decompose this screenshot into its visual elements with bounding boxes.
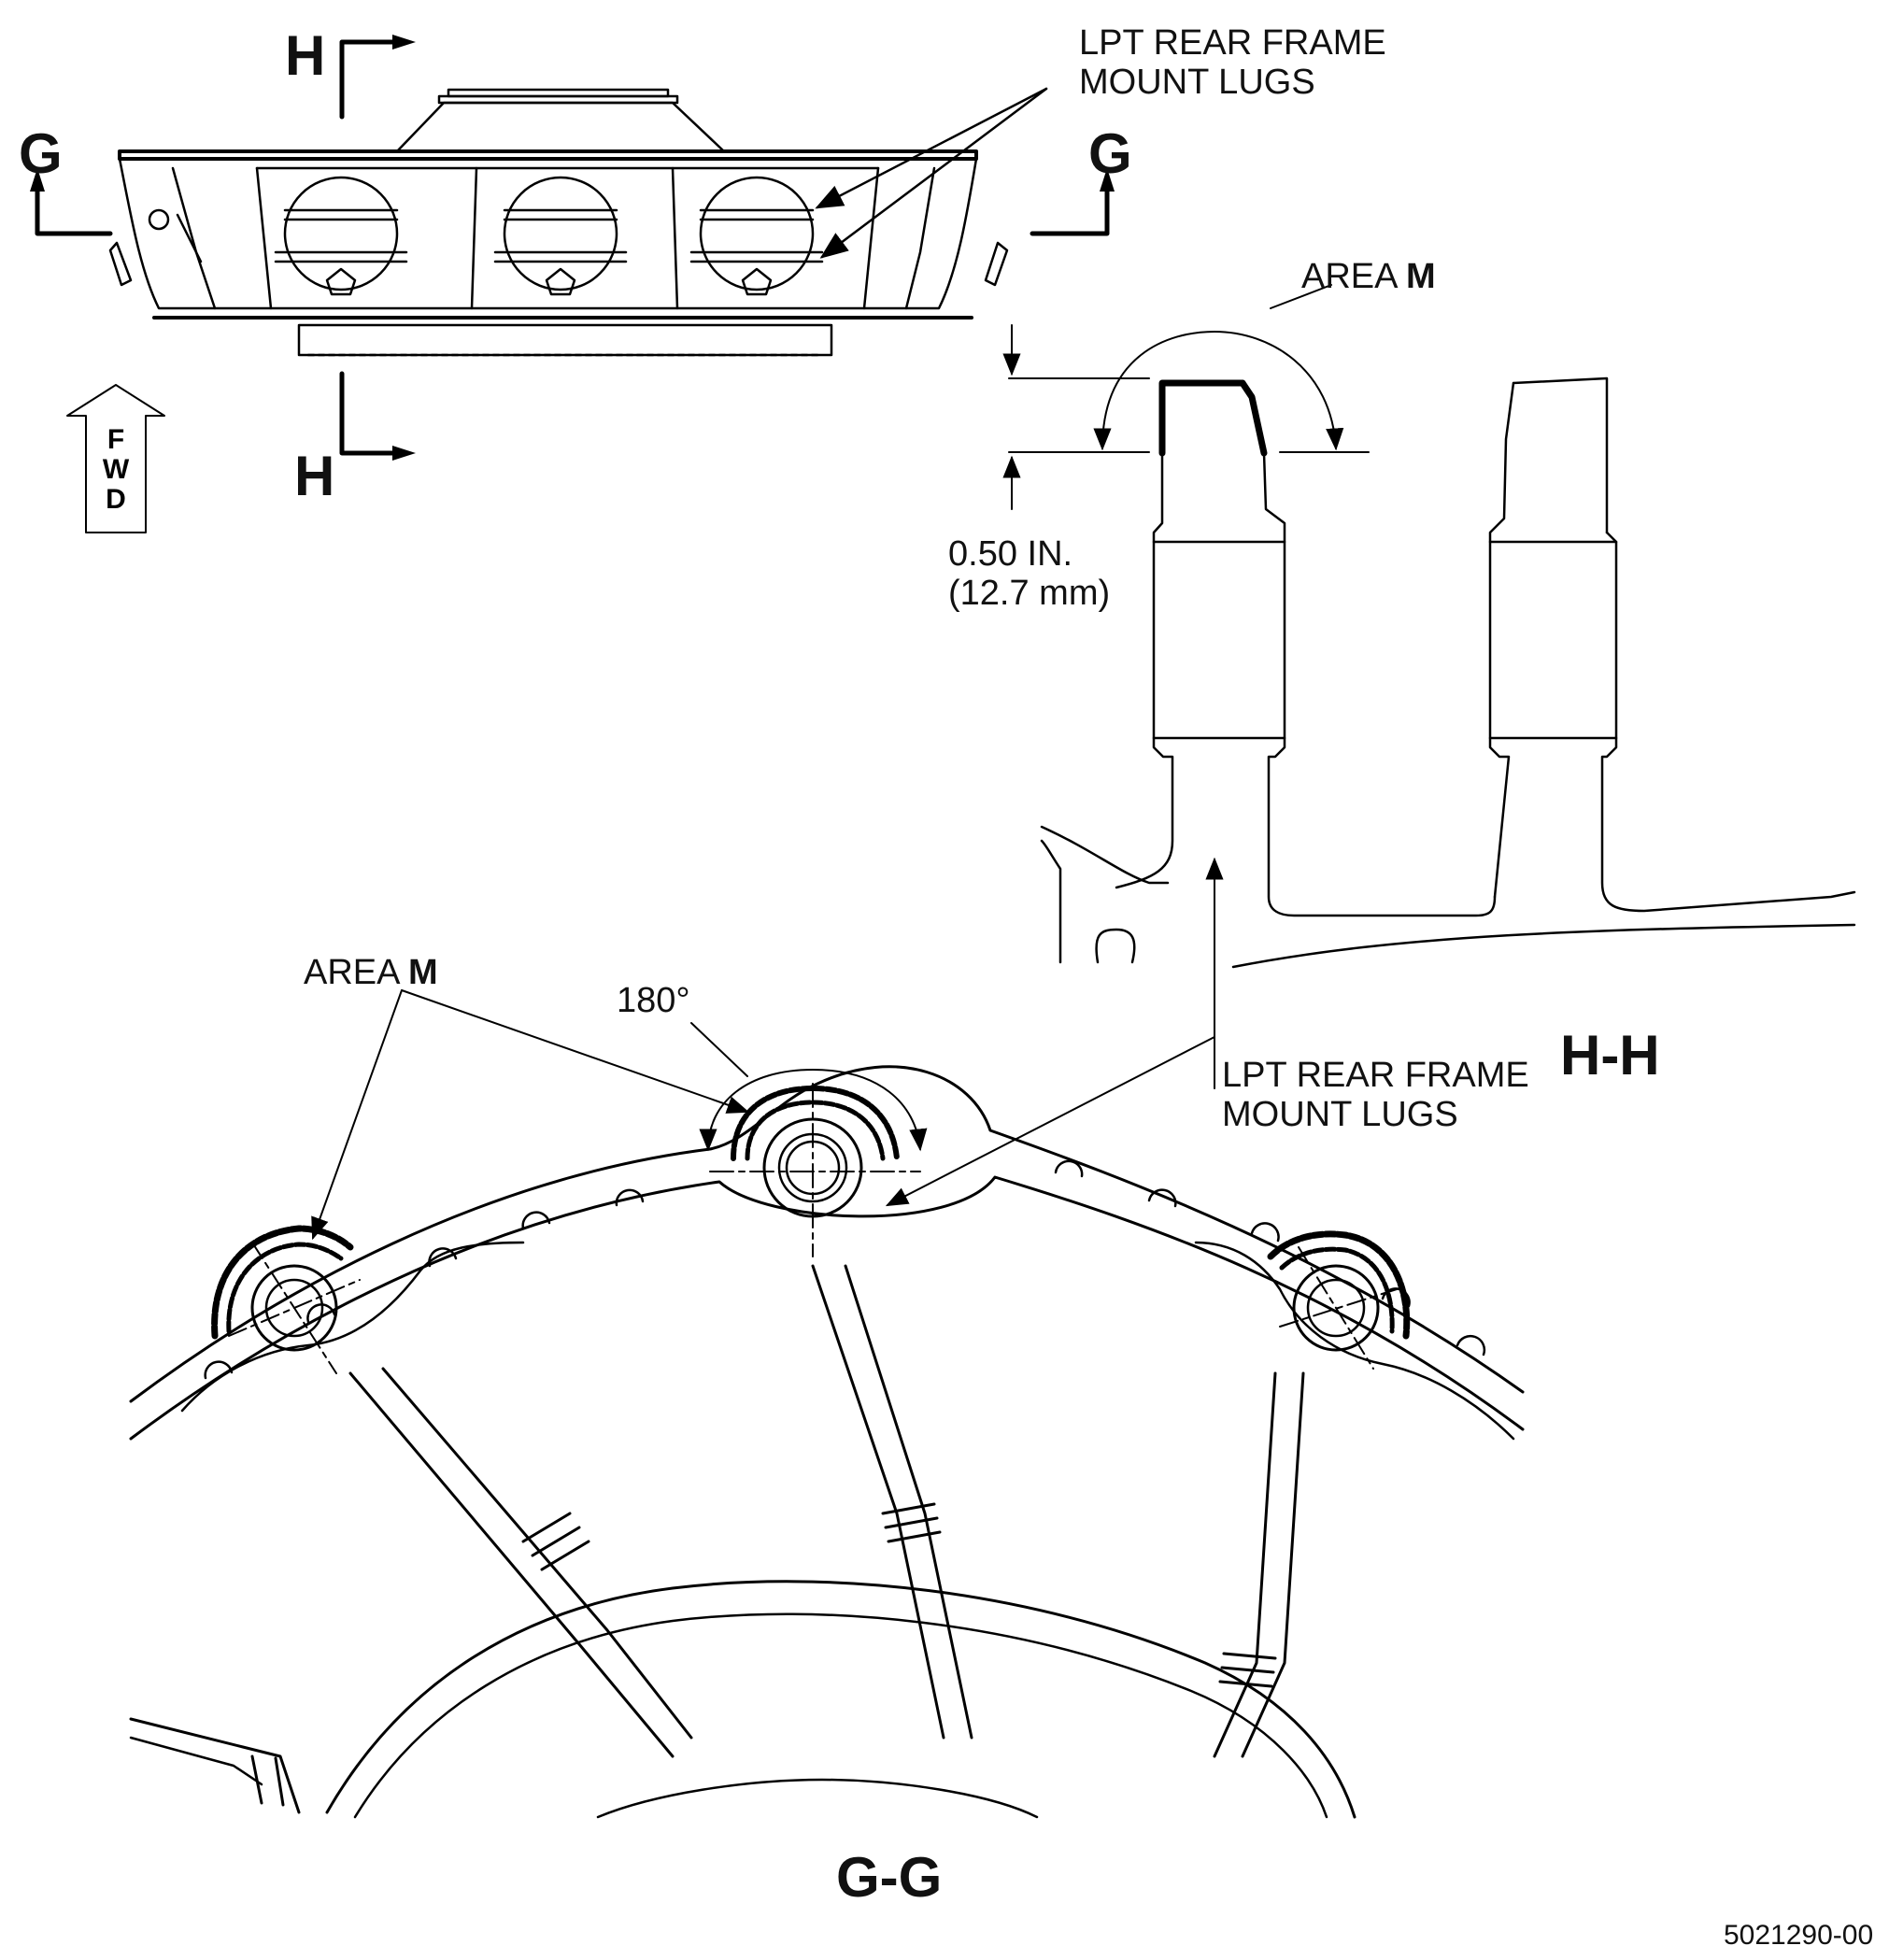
callout-lpt-mount-lugs-bottom: LPT REAR FRAME MOUNT LUGS — [1222, 1056, 1529, 1134]
dimension-inches: 0.50 IN. — [948, 534, 1073, 574]
fwd-letter-d: D — [106, 484, 126, 515]
top-lugs — [274, 176, 824, 296]
fwd-label: F W D — [102, 425, 130, 515]
top-view-frame — [108, 87, 1048, 357]
section-hh — [1002, 284, 1856, 1089]
fwd-letter-w: W — [102, 454, 130, 485]
area-letter: M — [1405, 257, 1436, 296]
callout-line-2: MOUNT LUGS — [1079, 63, 1315, 102]
section-marker-h-top: H — [285, 24, 326, 87]
view-title-gg: G-G — [836, 1846, 943, 1909]
area-letter: M — [407, 953, 438, 992]
section-marker-g-right: G — [1088, 122, 1132, 185]
callout-lpt-mount-lugs-top: LPT REAR FRAME MOUNT LUGS — [1079, 23, 1386, 102]
callout-area-m-hh: AREA M — [1301, 257, 1436, 296]
area-prefix: AREA — [1301, 257, 1406, 296]
section-gg — [129, 989, 1525, 1819]
section-marker-g-left: G — [19, 122, 63, 185]
dimension-mm: (12.7 mm) — [948, 574, 1111, 613]
fwd-arrow — [66, 384, 165, 533]
callout-line-2: MOUNT LUGS — [1222, 1095, 1458, 1134]
angle-label: 180° — [617, 981, 690, 1020]
view-title-hh: H-H — [1560, 1024, 1660, 1087]
dimension-label: 0.50 IN. (12.7 mm) — [948, 534, 1110, 613]
area-prefix: AREA — [304, 953, 408, 992]
callout-line-1: LPT REAR FRAME — [1222, 1056, 1529, 1095]
section-marker-h-bottom: H — [294, 445, 335, 507]
section-cut-arrows — [30, 35, 1115, 461]
fwd-letter-f: F — [107, 424, 125, 455]
callout-line-1: LPT REAR FRAME — [1079, 23, 1386, 63]
callout-area-m-gg: AREA M — [304, 953, 438, 992]
figure-number: 5021290-00 — [1724, 1920, 1874, 1951]
